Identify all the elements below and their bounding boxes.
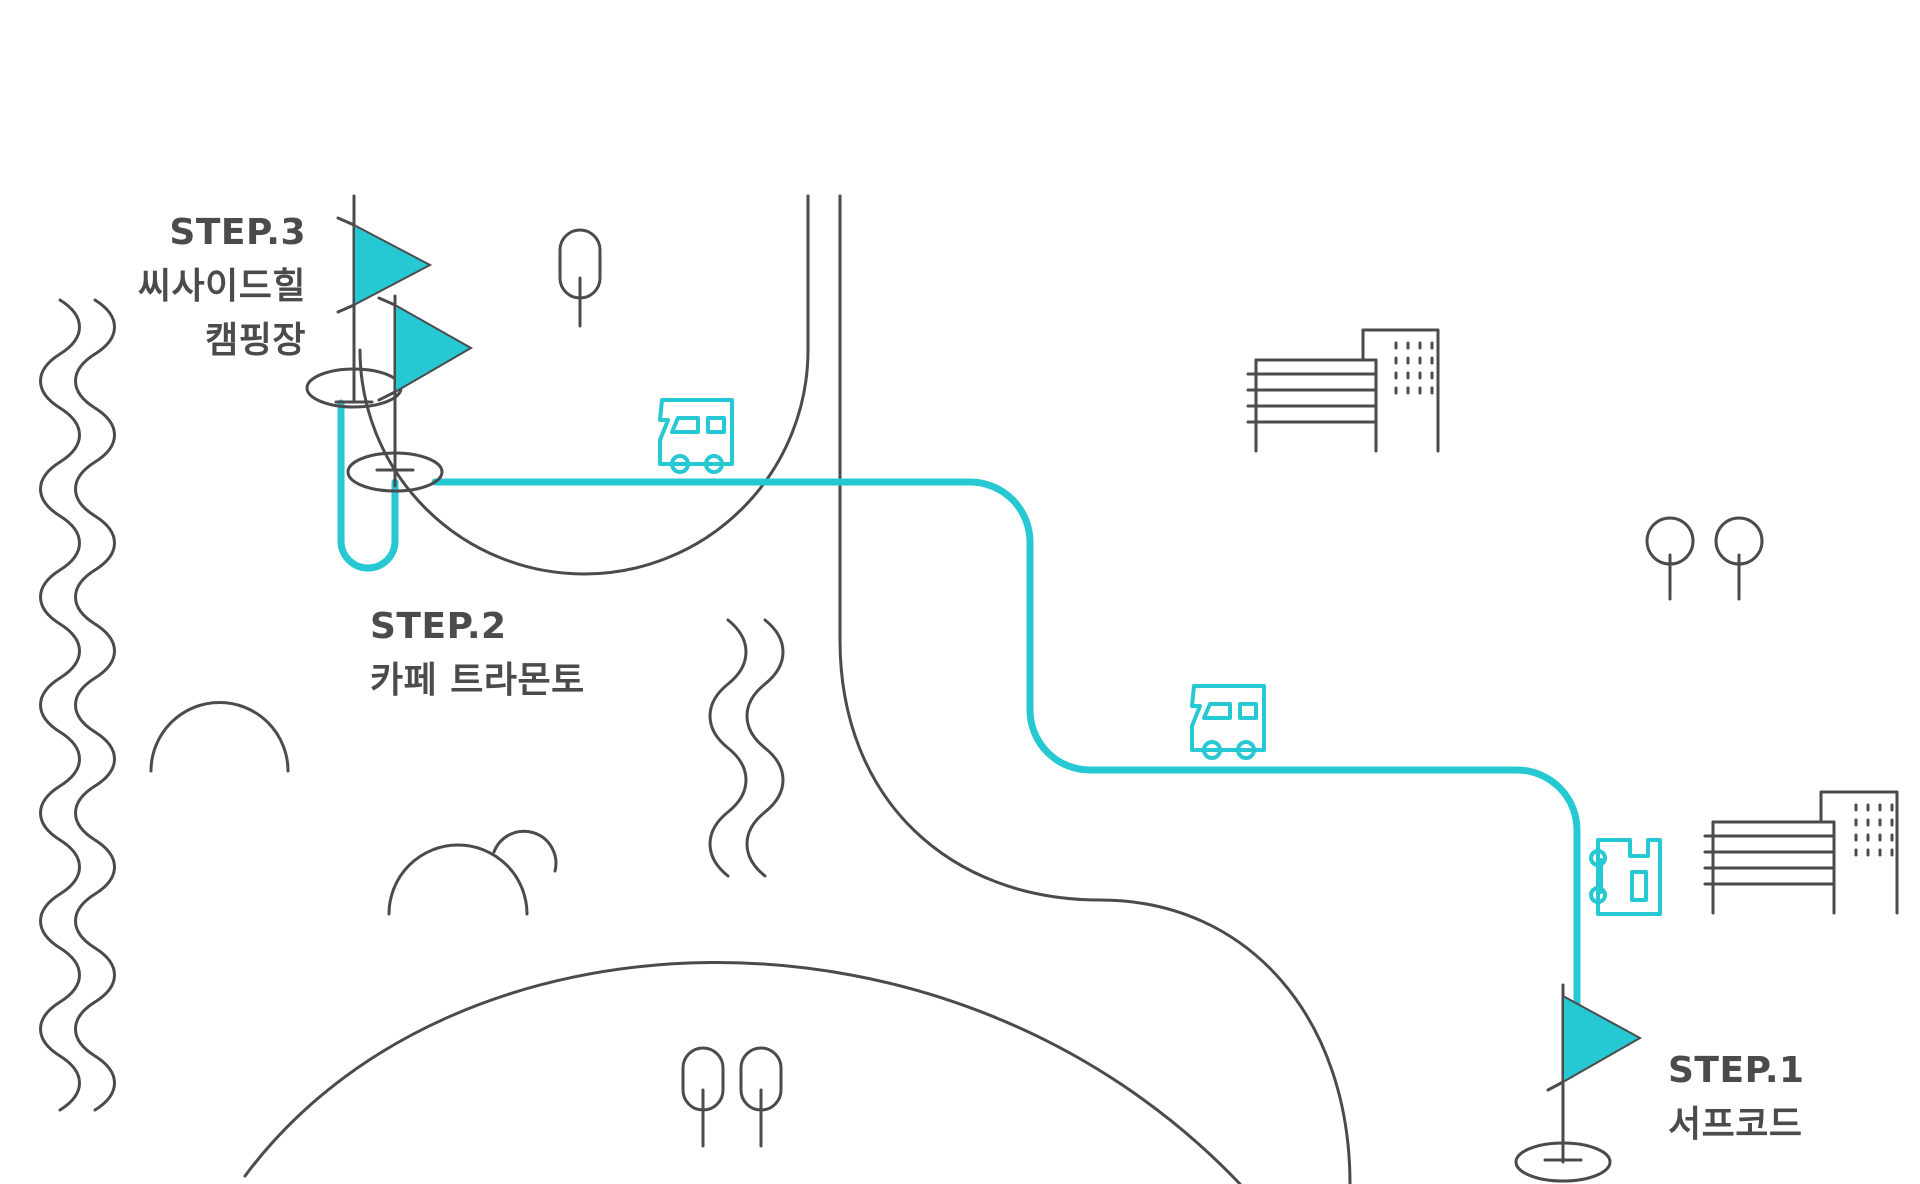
step-1-title: STEP.1: [1668, 1050, 1805, 1091]
step-2-title: STEP.2: [370, 606, 507, 647]
tree-icon: [681, 1046, 725, 1148]
tree-icon: [1714, 516, 1764, 601]
campervan-icon: [658, 398, 734, 474]
step-2-label: STEP.2 카페 트라몬토: [370, 600, 585, 708]
step-3-title: STEP.3: [169, 212, 306, 253]
tree-icon: [739, 1046, 783, 1148]
step-3-name: 캠핑장: [205, 320, 306, 361]
tree-icon: [1645, 516, 1695, 601]
road: [243, 194, 1352, 1184]
building-icon: [1703, 790, 1899, 915]
tree-icon: [558, 228, 602, 328]
step-2-name: 카페 트라몬토: [370, 660, 585, 701]
campervan-icon: [1190, 684, 1266, 760]
step-1-label: STEP.1 서프코드: [1668, 1044, 1805, 1152]
step-1-name: 서프코드: [1668, 1104, 1803, 1145]
flag-icon: [346, 294, 474, 493]
step-3-name: 씨사이드힐: [137, 266, 306, 307]
wave-icon: [39, 298, 116, 1112]
wave-icon: [708, 618, 785, 878]
building-icon: [1246, 328, 1440, 453]
route-line: [337, 399, 1581, 1024]
surf-shop-icon: [1589, 838, 1662, 916]
flag-icon: [1514, 983, 1643, 1183]
step-3-label: STEP.3 씨사이드힐 캠핑장: [100, 206, 306, 368]
hill-icon: [149, 701, 558, 916]
